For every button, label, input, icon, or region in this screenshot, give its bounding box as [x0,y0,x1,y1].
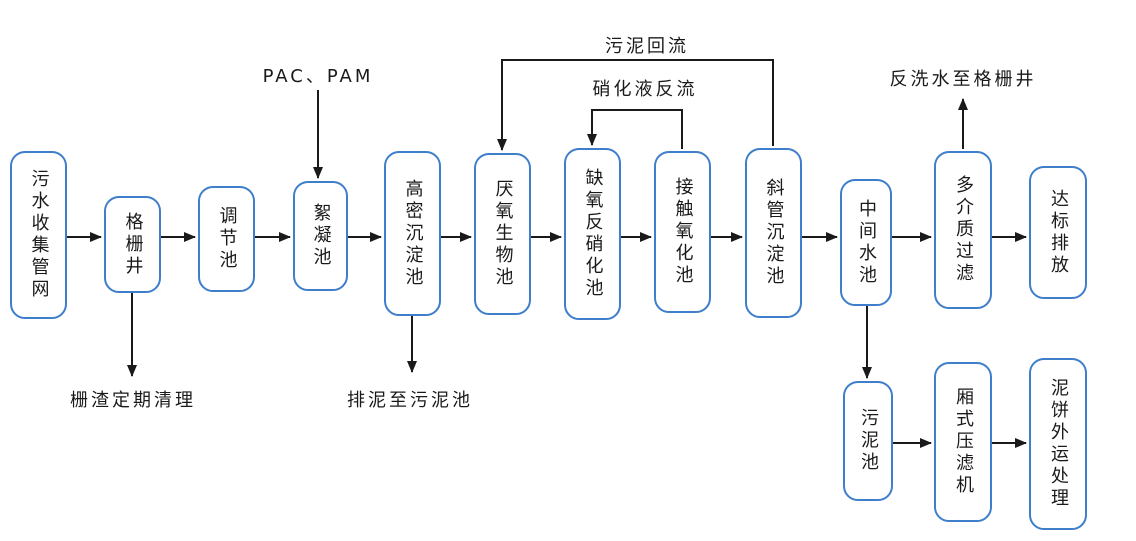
annotation-grid-residue-cleaning: 栅渣定期清理 [70,390,196,411]
node-anoxic-denitrification-label: 缺氧反硝化池 [582,168,604,300]
node-regulation: 调节池 [198,186,255,292]
annotation-nitrification-reflux: 硝化液反流 [592,79,698,100]
node-intermediate-tank-label: 中间水池 [856,198,877,287]
node-high-density-sedimentation-label: 高密沉淀池 [402,178,424,289]
node-high-density-sedimentation: 高密沉淀池 [384,151,441,316]
node-contact-oxidation: 接触氧化池 [654,151,711,313]
node-regulation-label: 调节池 [216,206,238,272]
line-nitrification-reflux [587,109,683,149]
node-flocculation: 絮凝池 [293,181,348,291]
node-grid-well: 格栅井 [104,196,161,293]
node-intermediate-tank: 中间水池 [840,179,892,306]
node-multimedia-filter: 多介质过滤 [934,151,992,309]
annotation-backwash-to-grid-well: 反洗水至格栅井 [889,69,1037,90]
node-chamber-filter-press-label: 厢式压滤机 [953,387,974,497]
node-standard-discharge-label: 达标排放 [1048,188,1069,277]
annotation-sludge-return: 污泥回流 [605,36,689,57]
node-sludge-cake-disposal: 泥饼外运处理 [1029,358,1087,530]
node-sludge-cake-disposal-label: 泥饼外运处理 [1048,378,1069,510]
node-sludge-tank: 污泥池 [843,381,893,501]
node-multimedia-filter-label: 多介质过滤 [953,175,974,285]
node-inclined-tube-sedimentation: 斜管沉淀池 [745,148,802,318]
node-anaerobic-bio-label: 厌氧生物池 [492,179,514,289]
node-collection-label: 污水收集管网 [28,169,50,301]
annotation-sludge-to-sludge-tank: 排泥至污泥池 [347,390,473,411]
node-standard-discharge: 达标排放 [1029,166,1087,299]
node-anaerobic-bio: 厌氧生物池 [474,153,531,315]
node-inclined-tube-sedimentation-label: 斜管沉淀池 [763,178,785,288]
node-flocculation-label: 絮凝池 [310,203,332,269]
annotation-pac-pam: PAC、PAM [262,66,374,87]
node-contact-oxidation-label: 接触氧化池 [672,177,694,287]
node-collection: 污水收集管网 [10,151,67,319]
node-grid-well-label: 格栅井 [122,211,144,278]
node-sludge-tank-label: 污泥池 [858,408,879,474]
line-sludge-return [497,59,774,151]
node-chamber-filter-press: 厢式压滤机 [934,362,992,522]
node-anoxic-denitrification: 缺氧反硝化池 [564,148,621,320]
